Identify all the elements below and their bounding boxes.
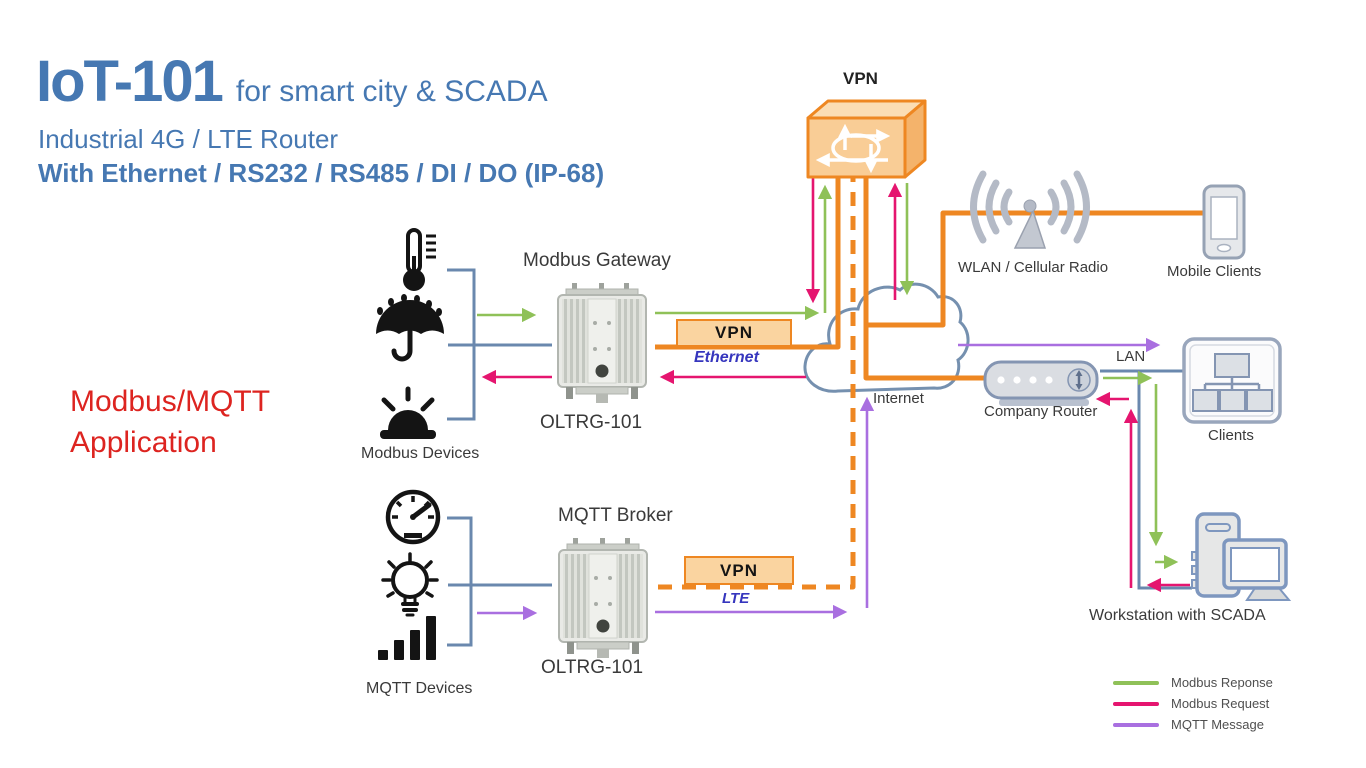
application-note-line1: Modbus/MQTT bbox=[70, 385, 271, 418]
mobile-clients-label: Mobile Clients bbox=[1167, 263, 1262, 280]
legend-item-modbus-response: Modbus Reponse bbox=[1113, 672, 1273, 693]
umbrella-rain-icon bbox=[376, 294, 444, 362]
vpn-ethernet-badge: VPN bbox=[676, 319, 792, 347]
modbus-request-flows bbox=[481, 177, 1190, 593]
signal-bars-icon bbox=[378, 616, 436, 660]
legend-swatch-magenta bbox=[1113, 701, 1159, 706]
mqtt-devices-bracket bbox=[447, 516, 473, 647]
lightbulb-icon bbox=[381, 552, 439, 617]
blue-wires bbox=[447, 268, 1192, 647]
lan-wire-to-workstation bbox=[1137, 371, 1192, 590]
clients-icon bbox=[1182, 337, 1282, 424]
internet-label: Internet bbox=[873, 390, 924, 407]
wlan-label: WLAN / Cellular Radio bbox=[958, 259, 1109, 276]
gauge-icon bbox=[385, 489, 441, 545]
application-note: Modbus/MQTT Application bbox=[70, 381, 270, 463]
legend-swatch-green bbox=[1113, 680, 1159, 685]
alarm-light-icon bbox=[380, 386, 436, 439]
product-features: With Ethernet / RS232 / RS485 / DI / DO … bbox=[38, 158, 605, 188]
link-cloud-to-router-orange bbox=[863, 177, 987, 381]
modbus-devices-label: Modbus Devices bbox=[361, 445, 480, 462]
page-header: IoT-101 for smart city & SCADA bbox=[36, 48, 548, 115]
mqtt-broker-device bbox=[558, 538, 648, 658]
modbus-response-flows bbox=[477, 183, 1179, 570]
mqtt-broker-model: OLTRG-101 bbox=[541, 657, 644, 678]
legend: Modbus Reponse Modbus Request MQTT Messa… bbox=[1113, 672, 1273, 735]
company-router-icon bbox=[983, 360, 1099, 406]
workstation-icon bbox=[1191, 512, 1292, 601]
mobile-phone-icon bbox=[1202, 184, 1246, 260]
product-title: IoT-101 bbox=[36, 49, 224, 114]
vpn-top-label: VPN bbox=[843, 69, 878, 88]
mqtt-message-flows bbox=[477, 337, 1161, 621]
mqtt-devices-label: MQTT Devices bbox=[366, 680, 473, 697]
clients-label: Clients bbox=[1208, 427, 1254, 444]
legend-item-mqtt-message: MQTT Message bbox=[1113, 714, 1273, 735]
vpn-router-box bbox=[806, 99, 927, 179]
legend-swatch-purple bbox=[1113, 722, 1159, 727]
modbus-gateway-model: OLTRG-101 bbox=[540, 412, 643, 433]
vpn-lte-badge: VPN bbox=[684, 556, 794, 585]
company-router-label: Company Router bbox=[984, 403, 1098, 420]
link-lte-dashed-orange bbox=[658, 177, 856, 590]
router-glyph-icon bbox=[815, 123, 891, 174]
legend-label: MQTT Message bbox=[1171, 717, 1264, 732]
product-subtitle: Industrial 4G / LTE Router bbox=[38, 124, 339, 154]
application-note-line2: Application bbox=[70, 426, 217, 459]
product-tagline: for smart city & SCADA bbox=[235, 75, 548, 108]
lte-wire-label: LTE bbox=[722, 590, 750, 607]
workstation-label: Workstation with SCADA bbox=[1089, 607, 1266, 624]
link-ethernet-orange bbox=[655, 177, 841, 350]
ethernet-wire-label: Ethernet bbox=[694, 349, 759, 366]
legend-label: Modbus Reponse bbox=[1171, 675, 1273, 690]
thermometer-icon bbox=[403, 228, 436, 291]
legend-item-modbus-request: Modbus Request bbox=[1113, 693, 1273, 714]
modbus-gateway-title: Modbus Gateway bbox=[523, 250, 671, 271]
lan-label: LAN bbox=[1116, 348, 1146, 365]
mqtt-broker-title: MQTT Broker bbox=[558, 505, 673, 526]
modbus-gateway-device bbox=[557, 283, 647, 403]
wlan-antenna-icon bbox=[970, 170, 1090, 249]
legend-label: Modbus Request bbox=[1171, 696, 1270, 711]
